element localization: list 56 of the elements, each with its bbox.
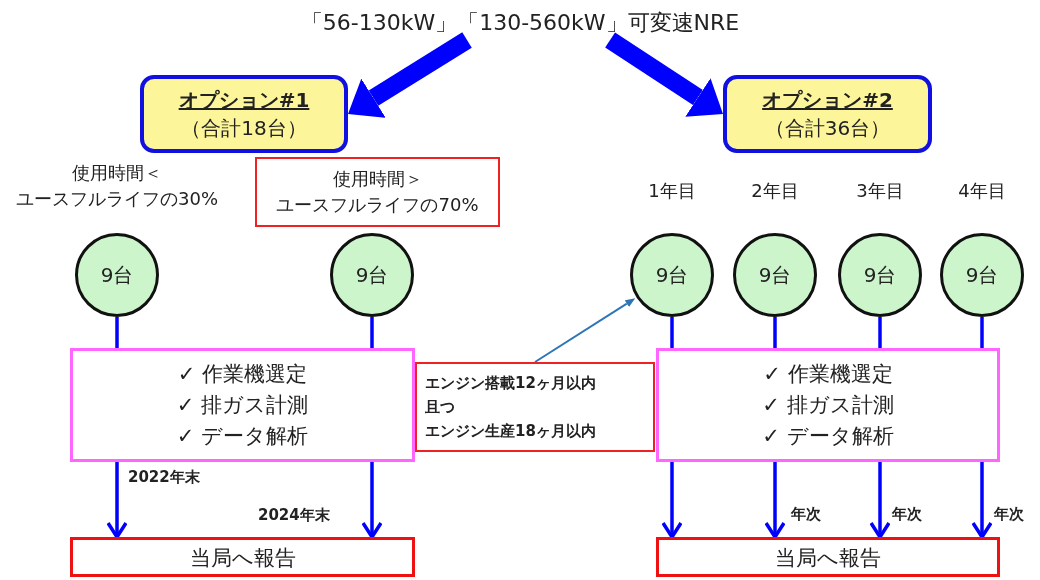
task-item: ✓ データ解析 (176, 422, 309, 450)
condition-text: エンジン搭載12ヶ月以内 (425, 373, 596, 394)
condition-box (415, 362, 655, 452)
caption-text: 使用時間＜ (71, 161, 163, 185)
arrow (361, 462, 383, 539)
report-box: 当局へ報告 (70, 537, 415, 577)
connector-line (980, 317, 984, 348)
block-arrow (348, 32, 472, 118)
connector-line (773, 317, 777, 348)
connector-line (115, 317, 119, 348)
report-box: 当局へ報告 (656, 537, 1000, 577)
condition-text: 且つ (425, 397, 455, 418)
edge-label: 2024年末 (256, 506, 332, 524)
title-text: 「56-130kW」「130-560kW」可変速NRE (255, 6, 785, 40)
arrow (764, 462, 786, 539)
task-box (70, 348, 415, 462)
caption-text: 3年目 (855, 179, 905, 203)
count-circle: 9台 (630, 233, 714, 317)
task-item: ✓ データ解析 (762, 422, 894, 450)
option-text: （合計18台） (181, 115, 307, 142)
count-circle: 9台 (75, 233, 159, 317)
caption-text: 2年目 (750, 179, 800, 203)
caption-text: 4年目 (957, 179, 1007, 203)
condition-text: 使用時間＞ (332, 167, 423, 191)
arrow (106, 462, 128, 539)
count-circle: 9台 (838, 233, 922, 317)
connector-line (878, 317, 882, 348)
condition-text: ユースフルライフの70% (276, 193, 479, 217)
task-item: ✓ 排ガス計測 (176, 391, 309, 419)
option-heading: オプション#1 (178, 87, 310, 114)
count-circle: 9台 (733, 233, 817, 317)
connector-line (670, 317, 674, 348)
option-heading: オプション#2 (762, 87, 893, 114)
condition-box (255, 157, 500, 227)
task-item: ✓ 作業機選定 (763, 360, 893, 388)
count-circle: 9台 (330, 233, 414, 317)
edge-label: 年次 (789, 505, 823, 523)
arrow (869, 462, 891, 539)
task-item: ✓ 作業機選定 (177, 360, 308, 388)
caption-text: 1年目 (647, 179, 697, 203)
option-box (723, 75, 932, 153)
edge-label: 年次 (890, 505, 924, 523)
option-text: （合計36台） (764, 115, 891, 142)
arrow (971, 462, 993, 539)
task-box (656, 348, 1000, 462)
connector-line (370, 317, 374, 348)
edge-label: 2022年末 (126, 468, 202, 486)
arrow (661, 462, 683, 539)
condition-text: エンジン生産18ヶ月以内 (425, 421, 596, 442)
task-item: ✓ 排ガス計測 (762, 391, 894, 419)
option-box (140, 75, 348, 153)
count-circle: 9台 (940, 233, 1024, 317)
block-arrow (605, 32, 723, 117)
arrow (534, 298, 636, 363)
caption-text: ユースフルライフの30% (15, 187, 219, 211)
edge-label: 年次 (992, 505, 1026, 523)
